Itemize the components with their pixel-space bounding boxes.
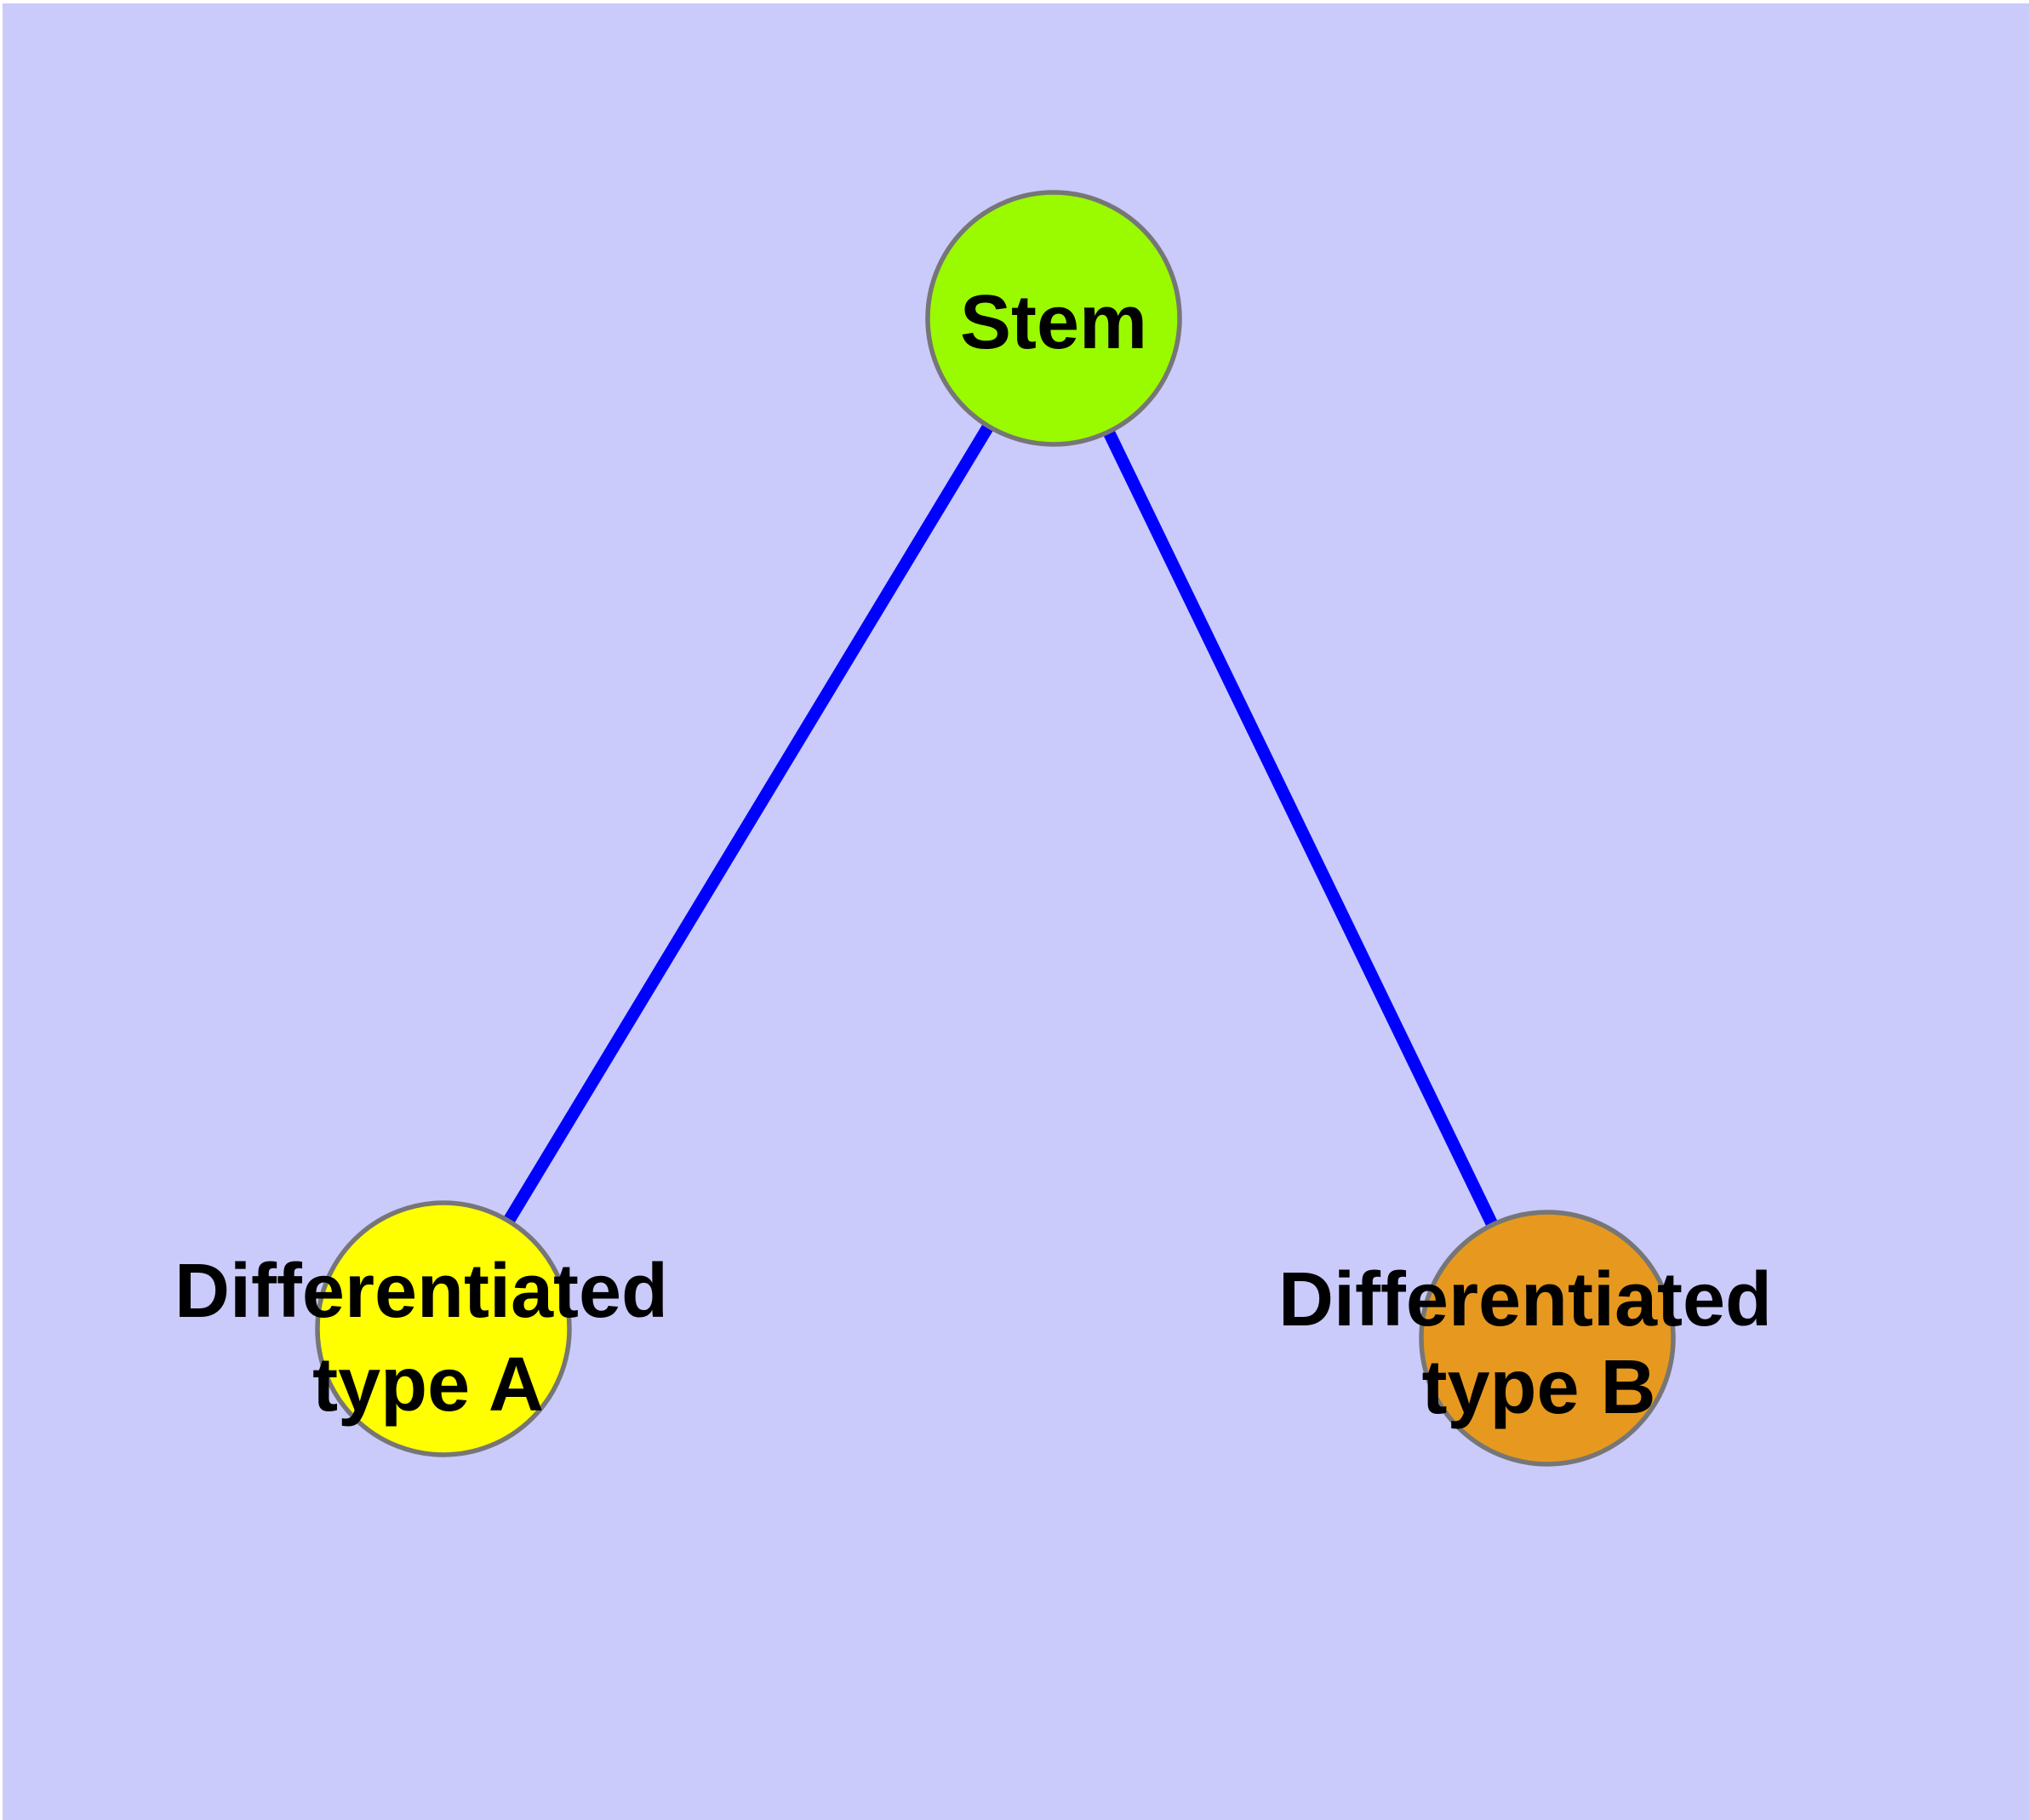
node-typeA-circle	[315, 1200, 572, 1457]
label-group: Stem Differentiated type A Differentiate…	[174, 280, 1772, 1430]
edge-group	[437, 315, 1553, 1342]
node-group	[315, 190, 1676, 1467]
node-stem-circle	[925, 190, 1182, 447]
node-typeB-label-line2: type B	[1421, 1345, 1655, 1430]
node-typeB-circle	[1419, 1210, 1676, 1467]
edge-stem-to-typeA	[437, 315, 1060, 1332]
edge-stem-to-typeB	[1048, 315, 1553, 1342]
node-typeB-label-line1: Differentiated	[1278, 1257, 1772, 1342]
node-stem-label: Stem	[960, 280, 1147, 365]
node-typeA-label-line1: Differentiated	[174, 1249, 668, 1334]
node-typeA-label-line2: type A	[312, 1342, 544, 1428]
